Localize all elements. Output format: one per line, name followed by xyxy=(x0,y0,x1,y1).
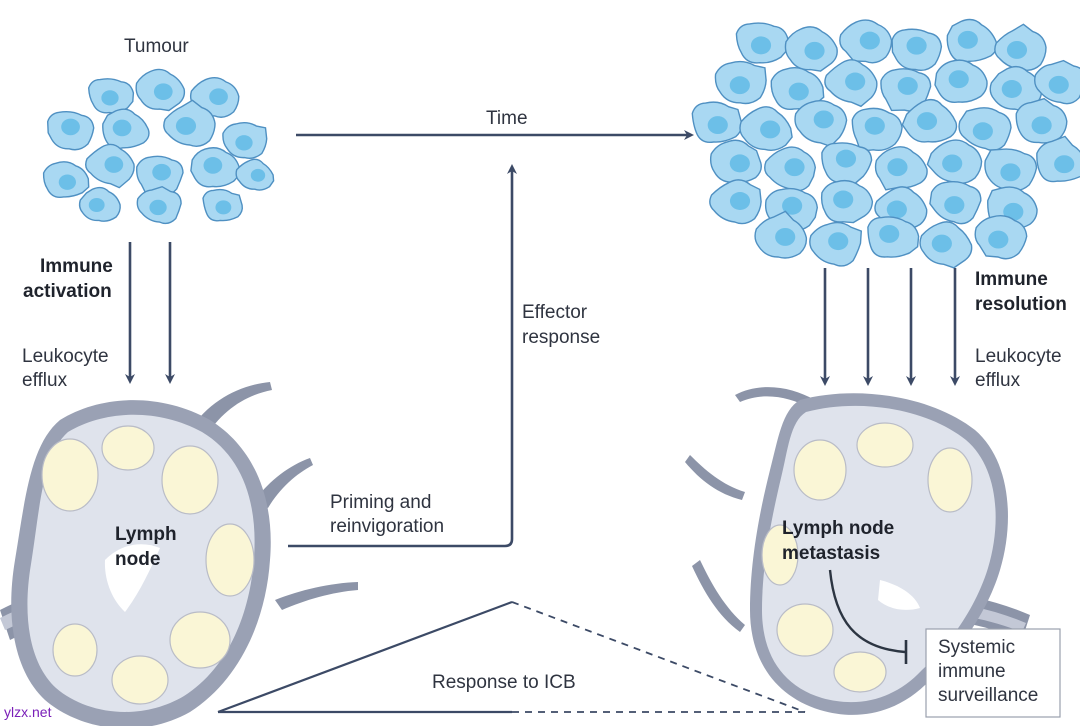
cell-nucleus-icon xyxy=(782,196,803,215)
cell-nucleus-icon xyxy=(1001,80,1022,98)
cell-nucleus-icon xyxy=(864,116,885,135)
cell-nucleus-icon xyxy=(1000,163,1021,182)
cell-nucleus-icon xyxy=(879,225,900,243)
cell-nucleus-icon xyxy=(235,135,253,151)
cell-nucleus-icon xyxy=(886,200,907,219)
cell-nucleus-icon xyxy=(988,230,1009,249)
cell-nucleus-icon xyxy=(1006,40,1028,59)
priming-effector-arrow xyxy=(288,164,517,548)
systemic-label-line1: Systemic xyxy=(938,637,1015,658)
cell-nucleus-icon xyxy=(729,76,750,95)
cell-nucleus-icon xyxy=(250,168,266,182)
inhibition-curve xyxy=(828,569,906,654)
cell-nucleus-icon xyxy=(153,83,173,101)
cell-nucleus-icon xyxy=(828,232,849,251)
cell-nucleus-icon xyxy=(784,158,805,177)
cell-nucleus-icon xyxy=(750,36,772,55)
metastasis-label-line2: metastasis xyxy=(782,543,880,564)
cell-nucleus-icon xyxy=(209,88,228,106)
cell-nucleus-icon xyxy=(813,110,834,129)
cell-nucleus-icon xyxy=(804,41,825,60)
cell-nucleus-icon xyxy=(203,157,223,174)
lymph-node-label-line2: node xyxy=(115,549,160,570)
effector-response-line1: Effector xyxy=(522,302,588,323)
cell-nucleus-icon xyxy=(859,31,880,50)
cell-nucleus-icon xyxy=(215,200,232,215)
watermark: ylzx.net xyxy=(4,704,52,720)
cell-nucleus-icon xyxy=(897,76,918,95)
cell-nucleus-icon xyxy=(1054,155,1075,174)
cell-nucleus-icon xyxy=(1031,116,1052,135)
systemic-label-line3: surveillance xyxy=(938,685,1038,706)
immune-resolution-line1: Immune xyxy=(975,269,1048,290)
cell-nucleus-icon xyxy=(61,118,80,136)
cell-nucleus-icon xyxy=(916,112,938,131)
systemic-surveillance-box xyxy=(925,628,1061,718)
cell-nucleus-icon xyxy=(729,154,750,173)
cell-nucleus-icon xyxy=(112,119,132,137)
cell-nucleus-icon xyxy=(942,154,963,173)
cell-nucleus-icon xyxy=(833,190,854,209)
cell-nucleus-icon xyxy=(906,36,927,55)
cell-nucleus-icon xyxy=(152,163,171,181)
time-label: Time xyxy=(486,108,528,129)
cell-nucleus-icon xyxy=(845,72,866,91)
cell-nucleus-icon xyxy=(948,70,969,89)
leukocyte-efflux-left-line1: Leukocyte xyxy=(22,346,109,367)
cell-nucleus-icon xyxy=(58,174,77,190)
cell-nucleus-icon xyxy=(788,82,809,101)
cell-nucleus-icon xyxy=(729,192,751,210)
cell-nucleus-icon xyxy=(1048,75,1069,94)
priming-label-line1: Priming and xyxy=(330,492,431,513)
cell-nucleus-icon xyxy=(104,156,124,173)
cell-nucleus-icon xyxy=(972,122,993,141)
cell-nucleus-icon xyxy=(957,30,978,49)
cell-nucleus-icon xyxy=(149,199,167,216)
effector-response-line2: response xyxy=(522,327,600,348)
lymph-node-label-line1: Lymph xyxy=(115,524,177,545)
cell-nucleus-icon xyxy=(175,116,197,135)
metastasis-label-line1: Lymph node xyxy=(782,518,894,539)
cell-nucleus-icon xyxy=(931,234,952,253)
priming-label-line2: reinvigoration xyxy=(330,516,444,537)
immune-resolution-line2: resolution xyxy=(975,294,1067,315)
cell-nucleus-icon xyxy=(887,158,908,177)
tumour-large-icon xyxy=(691,18,1080,269)
systemic-label-line2: immune xyxy=(938,661,1006,682)
cell-nucleus-icon xyxy=(835,149,857,168)
icb-wedge-top-dashed xyxy=(511,601,806,713)
cell-nucleus-icon xyxy=(775,227,796,246)
immune-activation-label-line1: Immune xyxy=(40,256,113,277)
response-to-icb-label: Response to ICB xyxy=(432,672,576,693)
cell-nucleus-icon xyxy=(88,197,105,213)
cell-nucleus-icon xyxy=(101,90,119,106)
lymph-node-icon xyxy=(0,382,358,726)
cell-nucleus-icon xyxy=(707,116,728,135)
immune-activation-label-line2: activation xyxy=(23,281,112,302)
icb-wedge-top xyxy=(217,600,513,714)
cell-nucleus-icon xyxy=(944,196,965,215)
leukocyte-efflux-right-line1: Leukocyte xyxy=(975,346,1062,367)
tumour-small-icon xyxy=(42,68,275,225)
leukocyte-efflux-left-line2: efflux xyxy=(22,370,68,391)
leukocyte-efflux-right-line2: efflux xyxy=(975,370,1021,391)
tumour-label: Tumour xyxy=(124,36,189,57)
cell-nucleus-icon xyxy=(760,120,781,139)
